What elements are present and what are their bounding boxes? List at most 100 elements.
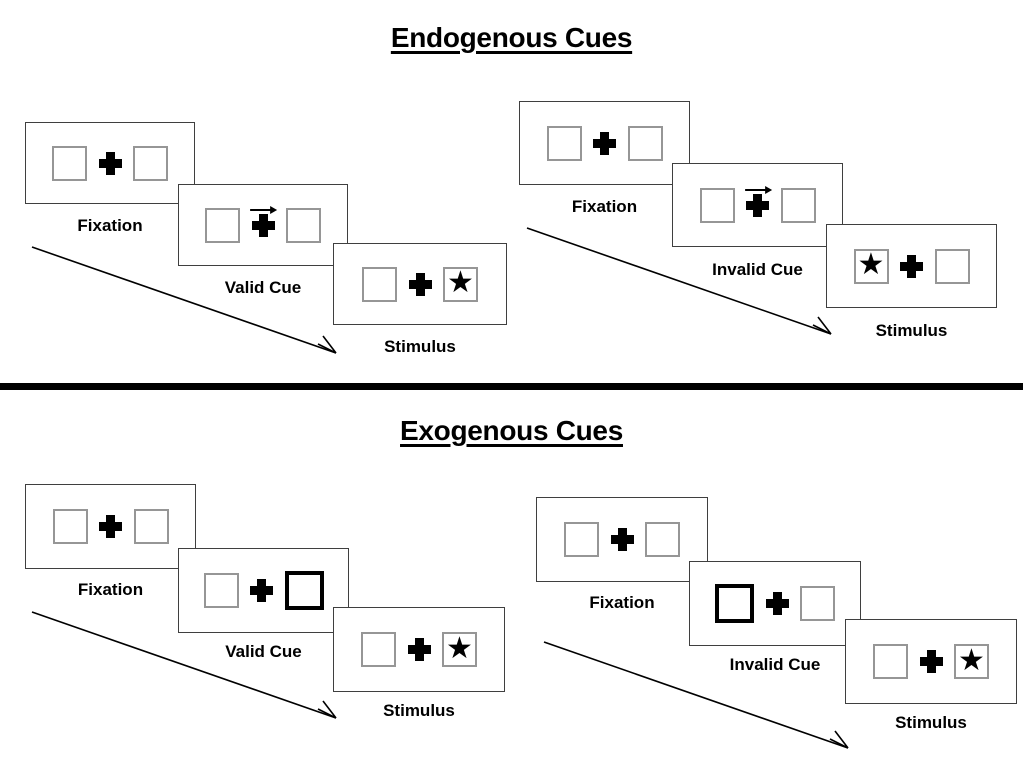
right-placeholder-box [934, 248, 970, 284]
center-slot [396, 638, 442, 661]
frame-content [673, 164, 842, 246]
arrow-right-cue-icon [744, 185, 773, 195]
caption-exogenous-valid-stimulus: Stimulus [383, 701, 455, 720]
left-flashed-cue-box [715, 584, 754, 623]
frame-exogenous-invalid-stimulus: ★ [845, 619, 1017, 704]
left-placeholder-box [361, 632, 396, 667]
frame-content [179, 549, 348, 632]
arrow-right-cue-icon [250, 205, 278, 215]
frame-content [537, 498, 707, 581]
right-placeholder-box [133, 145, 168, 181]
frame-endogenous-valid-cue [178, 184, 348, 266]
right-flashed-cue-box [284, 571, 324, 610]
frame-exogenous-invalid-fixation [536, 497, 708, 582]
right-placeholder-box [286, 207, 321, 243]
left-placeholder-box [52, 509, 88, 544]
left-placeholder-box [546, 125, 582, 161]
right-target-box: ★ [442, 632, 477, 667]
frame-content: ★ [334, 608, 504, 691]
section-title-exogenous: Exogenous Cues [400, 415, 623, 446]
time-arrow-exogenous-invalid [542, 640, 862, 755]
left-placeholder-box [873, 644, 908, 679]
center-slot [735, 185, 781, 217]
caption-exogenous-invalid-stimulus: Stimulus [895, 713, 967, 732]
fixation-cross-icon [593, 131, 616, 155]
center-slot [239, 579, 285, 602]
frame-exogenous-valid-stimulus: ★ [333, 607, 505, 692]
caption-endogenous-invalid-cue: Invalid Cue [712, 260, 803, 279]
right-placeholder-box [133, 509, 169, 544]
frame-content [26, 485, 195, 568]
fixation-cross-icon [98, 151, 122, 175]
fixation-cross-icon [251, 213, 275, 237]
center-slot [88, 515, 134, 538]
fixation-cross-icon [99, 515, 122, 538]
frame-content: ★ [334, 244, 506, 324]
star-target-icon: ★ [447, 266, 474, 299]
center-slot [754, 592, 800, 615]
caption-endogenous-valid-cue: Valid Cue [224, 278, 302, 297]
center-slot [582, 131, 628, 155]
frame-content [179, 185, 347, 265]
star-target-icon: ★ [446, 631, 473, 665]
frame-endogenous-valid-stimulus: ★ [333, 243, 507, 325]
left-placeholder-box [203, 573, 239, 608]
frame-exogenous-valid-cue [178, 548, 349, 633]
center-slot [397, 272, 443, 296]
caption-endogenous-invalid-fixation: Fixation [571, 197, 638, 216]
caption-exogenous-invalid-fixation: Fixation [589, 593, 655, 612]
section-title-endogenous: Endogenous Cues [390, 22, 633, 53]
time-arrow-endogenous-invalid [525, 226, 845, 341]
right-target-box: ★ [443, 266, 478, 302]
left-placeholder-box [564, 522, 599, 557]
right-placeholder-box [800, 586, 835, 621]
center-slot [889, 254, 935, 278]
caption-endogenous-valid-fixation: Fixation [77, 216, 143, 235]
frame-endogenous-valid-fixation [25, 122, 195, 204]
arrow-head [270, 205, 278, 214]
frame-content: ★ [827, 225, 996, 307]
star-target-icon: ★ [958, 643, 985, 677]
frame-exogenous-invalid-cue [689, 561, 861, 646]
fixation-cross-icon [250, 579, 273, 602]
fixation-cross-icon [900, 254, 923, 278]
caption-endogenous-invalid-stimulus: Stimulus [875, 321, 948, 340]
caption-exogenous-valid-cue: Valid Cue [225, 642, 302, 661]
time-arrow-endogenous-valid [30, 245, 350, 360]
section-divider [0, 383, 1023, 390]
frame-exogenous-valid-fixation [25, 484, 196, 569]
fixation-cross-icon [746, 193, 769, 217]
center-slot [599, 528, 645, 551]
arrow-head [764, 185, 772, 194]
frame-endogenous-invalid-stimulus: ★ [826, 224, 997, 308]
frame-content: ★ [846, 620, 1016, 703]
fixation-cross-icon [407, 638, 431, 661]
star-target-icon: ★ [857, 248, 885, 281]
frame-content [690, 562, 860, 645]
arrow-shaft [744, 188, 767, 191]
arrow-shaft [250, 208, 273, 211]
left-placeholder-box [205, 207, 240, 243]
caption-endogenous-valid-stimulus: Stimulus [384, 337, 456, 356]
center-slot [908, 650, 954, 673]
center-slot [87, 151, 133, 175]
right-placeholder-box [627, 125, 663, 161]
fixation-cross-icon [408, 272, 432, 296]
left-placeholder-box [52, 145, 87, 181]
frame-content [520, 102, 689, 184]
right-placeholder-box [645, 522, 680, 557]
left-target-box: ★ [853, 248, 889, 284]
fixation-cross-icon [610, 528, 634, 551]
time-arrow-exogenous-valid [30, 610, 350, 725]
frame-content [26, 123, 194, 203]
fixation-cross-icon [919, 650, 943, 673]
caption-exogenous-valid-fixation: Fixation [77, 580, 144, 599]
frame-endogenous-invalid-fixation [519, 101, 690, 185]
left-placeholder-box [699, 187, 735, 223]
caption-exogenous-invalid-cue: Invalid Cue [729, 655, 821, 674]
fixation-cross-icon [765, 592, 789, 615]
left-placeholder-box [362, 266, 397, 302]
center-slot [240, 205, 286, 237]
frame-endogenous-invalid-cue [672, 163, 843, 247]
